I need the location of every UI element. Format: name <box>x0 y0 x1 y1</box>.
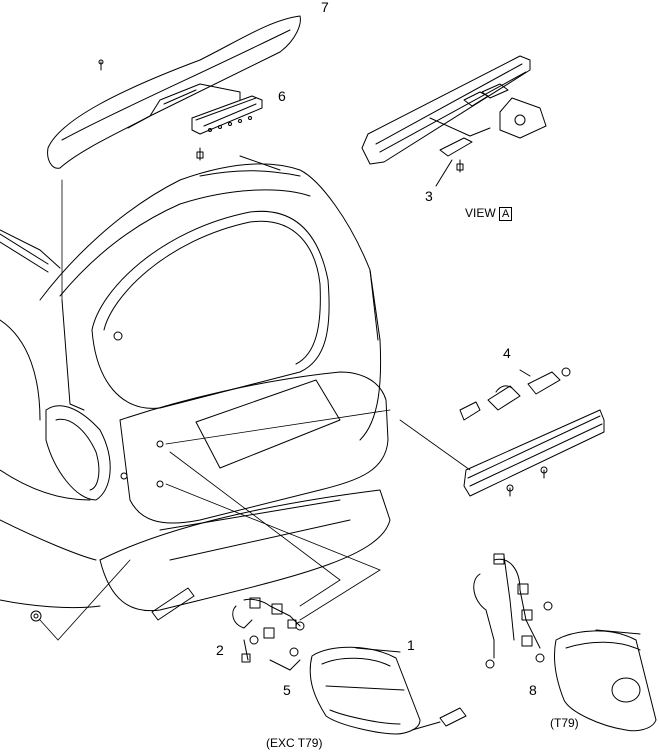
license-lamp-assembly <box>459 367 571 421</box>
view-a-caption: VIEW A <box>465 206 513 221</box>
socket-harness-exc-t79 <box>232 597 305 671</box>
license-plate-area <box>195 379 341 469</box>
callout-8: 8 <box>529 682 537 698</box>
view-a-detail <box>361 55 547 187</box>
license-garnish <box>463 409 605 497</box>
exc-t79-caption: (EXC T79) <box>266 736 323 750</box>
taillight-opening <box>45 405 111 501</box>
body-fastener-icons <box>30 331 548 622</box>
spoiler-bolt-icon <box>98 59 104 71</box>
rear-combination-lamp-t79 <box>553 629 657 732</box>
callout-4: 4 <box>503 345 511 361</box>
leader-lines <box>39 179 471 641</box>
socket-harness-t79 <box>473 553 553 669</box>
reflector <box>151 587 195 621</box>
callout-2: 2 <box>216 642 224 658</box>
view-a-letter: A <box>499 207 513 221</box>
high-mount-stop-lamp <box>191 95 263 161</box>
callout-3: 3 <box>425 188 433 204</box>
callout-5: 5 <box>283 682 291 698</box>
rear-glass <box>91 210 330 409</box>
rear-spoiler <box>47 15 301 169</box>
view-a-prefix: VIEW <box>465 206 496 220</box>
lamp-mounting-bolt-icon <box>411 707 467 731</box>
callout-7: 7 <box>321 0 329 15</box>
vehicle-body <box>0 155 391 612</box>
t79-caption: (T79) <box>550 716 579 730</box>
callout-6: 6 <box>278 88 286 104</box>
callout-1: 1 <box>407 637 415 653</box>
rear-combination-lamp-exc-t79 <box>309 646 421 735</box>
